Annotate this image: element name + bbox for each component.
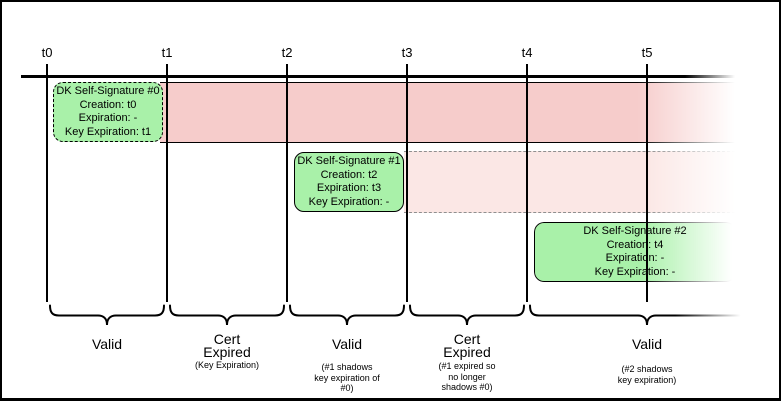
brace-period-3 [289, 304, 405, 326]
expired-band-shadowed [404, 151, 735, 213]
brace-period-2 [169, 304, 285, 326]
period-label-valid-2: Valid [331, 336, 363, 352]
tick-label-t5: t5 [641, 45, 653, 60]
signature-box-2: DK Self-Signature #2 Creation: t4 Expira… [534, 222, 736, 282]
period-label-valid-1: Valid [91, 336, 123, 352]
period-note-shadows-0: (#1 shadows key expiration of #0) [314, 362, 380, 393]
signature-0-creation: Creation: t0 [79, 98, 137, 111]
signature-2-expiration: Expiration: - [605, 252, 665, 264]
signature-0-title: DK Self-Signature #0 [56, 85, 160, 97]
tick-label-t2: t2 [281, 45, 293, 60]
signature-1-key-expiration: Key Expiration: - [308, 195, 390, 208]
period-label-valid-3: Valid [631, 336, 663, 352]
expired-band-primary [160, 82, 735, 143]
brace-period-1 [49, 304, 165, 326]
signature-1-title: DK Self-Signature #1 [297, 155, 401, 167]
brace-period-4 [409, 304, 525, 326]
signature-2-title: DK Self-Signature #2 [583, 225, 687, 237]
period-note-shadows-key-expiration: (#2 shadows key expiration) [617, 364, 677, 385]
signature-1-expiration: Expiration: t3 [316, 182, 382, 194]
signature-box-0: DK Self-Signature #0 Creation: t0 Expira… [53, 82, 163, 142]
signature-0-key-expiration: Key Expiration: t1 [64, 125, 152, 138]
tick-label-t0: t0 [41, 45, 53, 60]
signature-box-1: DK Self-Signature #1 Creation: t2 Expira… [294, 152, 404, 212]
signature-0-expiration: Expiration: - [78, 112, 138, 124]
period-label-cert-expired-1: Cert Expired [203, 331, 251, 360]
signature-2-key-expiration: Key Expiration: - [594, 265, 676, 278]
period-note-key-expiration: (Key Expiration) [194, 360, 260, 370]
brace-period-5 [529, 304, 765, 326]
signature-1-creation: Creation: t2 [320, 168, 378, 181]
tick-label-t3: t3 [401, 45, 413, 60]
signature-box-2-background [534, 222, 736, 282]
tick-label-t4: t4 [521, 45, 533, 60]
period-note-no-longer-shadows: (#1 expired so no longer shadows #0) [438, 361, 496, 392]
signature-2-creation: Creation: t4 [606, 238, 664, 251]
tick-label-t1: t1 [161, 45, 173, 60]
period-label-cert-expired-2: Cert Expired [443, 331, 491, 360]
